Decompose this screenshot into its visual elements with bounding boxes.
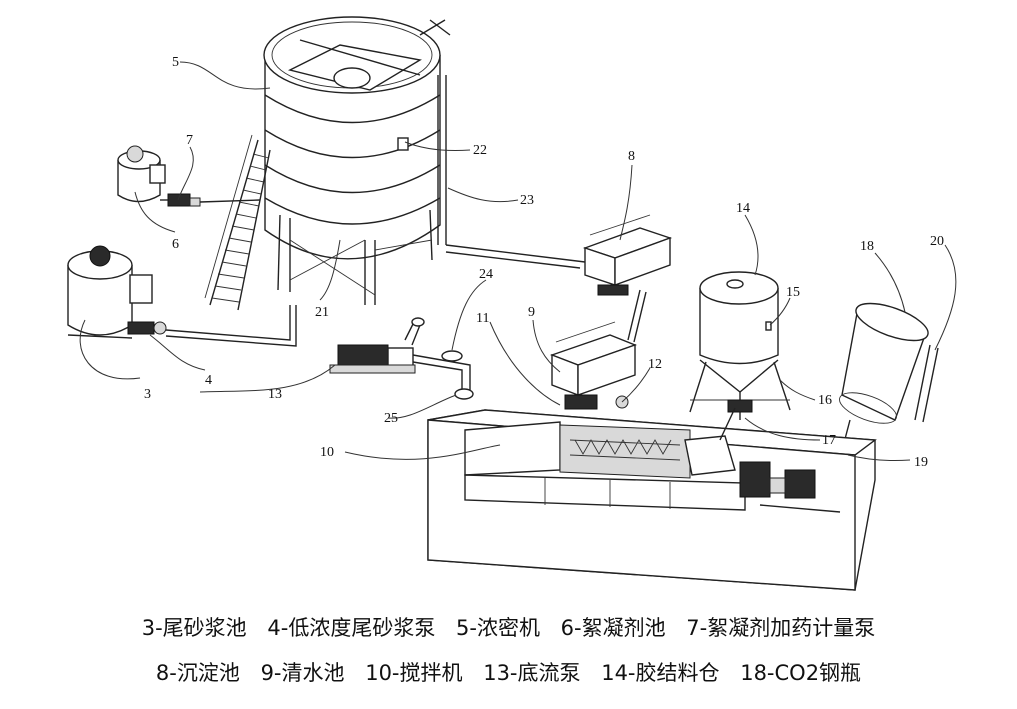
slurry-tank: [67, 245, 153, 339]
callout-16: 16: [818, 393, 832, 408]
legend-item: 4-低浓度尾砂浆泵: [267, 616, 436, 640]
mixer-platform: [427, 407, 877, 591]
legend-line-2: 8-沉淀池 9-清水池 10-搅拌机 13-底流泵 14-胶结料仓 18-CO2…: [0, 657, 1017, 687]
callout-15: 15: [786, 285, 800, 300]
callout-4: 4: [205, 373, 212, 388]
binder-silo: [689, 271, 791, 420]
legend-item: 5-浓密机: [456, 616, 540, 640]
clear-water-tank: [549, 321, 637, 410]
callout-5: 5: [172, 55, 179, 70]
process-diagram: 5 7 6 3 4 13 21 22 23 24 25 10 8 9 11 12…: [67, 16, 957, 591]
callout-20: 20: [930, 234, 944, 249]
callout-14: 14: [736, 201, 750, 216]
callout-17: 17: [822, 433, 836, 448]
callout-numbers: 5 7 6 3 4 13 21 22 23 24 25 10 8 9 11 12…: [144, 55, 944, 470]
callout-6: 6: [172, 237, 179, 252]
legend-item: 3-尾砂浆池: [141, 616, 247, 640]
stairway: [204, 134, 271, 311]
callout-13: 13: [268, 387, 282, 402]
underflow-pump: [329, 317, 474, 400]
callout-24: 24: [479, 267, 493, 282]
callout-18: 18: [860, 239, 874, 254]
legend-item: 9-清水池: [260, 661, 345, 685]
callout-22: 22: [473, 143, 487, 158]
slurry-pump: [127, 305, 297, 347]
callout-11: 11: [476, 311, 489, 326]
callout-23: 23: [520, 193, 534, 208]
flocculant-tank: [117, 145, 166, 203]
co2-cylinder: [839, 302, 939, 459]
callout-8: 8: [628, 149, 635, 164]
sedimentation-tank: [445, 214, 673, 343]
legend-item: 8-沉淀池: [155, 661, 240, 685]
callout-25: 25: [384, 411, 398, 426]
dosing-pump: [160, 193, 261, 207]
legend-item: 14-胶结料仓: [601, 661, 720, 685]
legend-item: 7-絮凝剂加药计量泵: [686, 616, 876, 640]
thickener-tank: [263, 16, 451, 305]
callout-9: 9: [528, 305, 535, 320]
legend-item: 10-搅拌机: [365, 661, 463, 685]
leader-lines: [79, 61, 957, 461]
callout-10: 10: [320, 445, 334, 460]
callout-21: 21: [315, 305, 329, 320]
callout-7: 7: [186, 133, 193, 148]
legend-item: 13-底流泵: [483, 661, 581, 685]
callout-19: 19: [914, 455, 928, 470]
legend-item: 18-CO2钢瓶: [740, 661, 862, 685]
callout-3: 3: [144, 387, 151, 402]
callout-12: 12: [648, 357, 662, 372]
legend-line-1: 3-尾砂浆池 4-低浓度尾砂浆泵 5-浓密机 6-絮凝剂池 7-絮凝剂加药计量泵: [0, 612, 1017, 642]
legend-item: 6-絮凝剂池: [560, 616, 666, 640]
